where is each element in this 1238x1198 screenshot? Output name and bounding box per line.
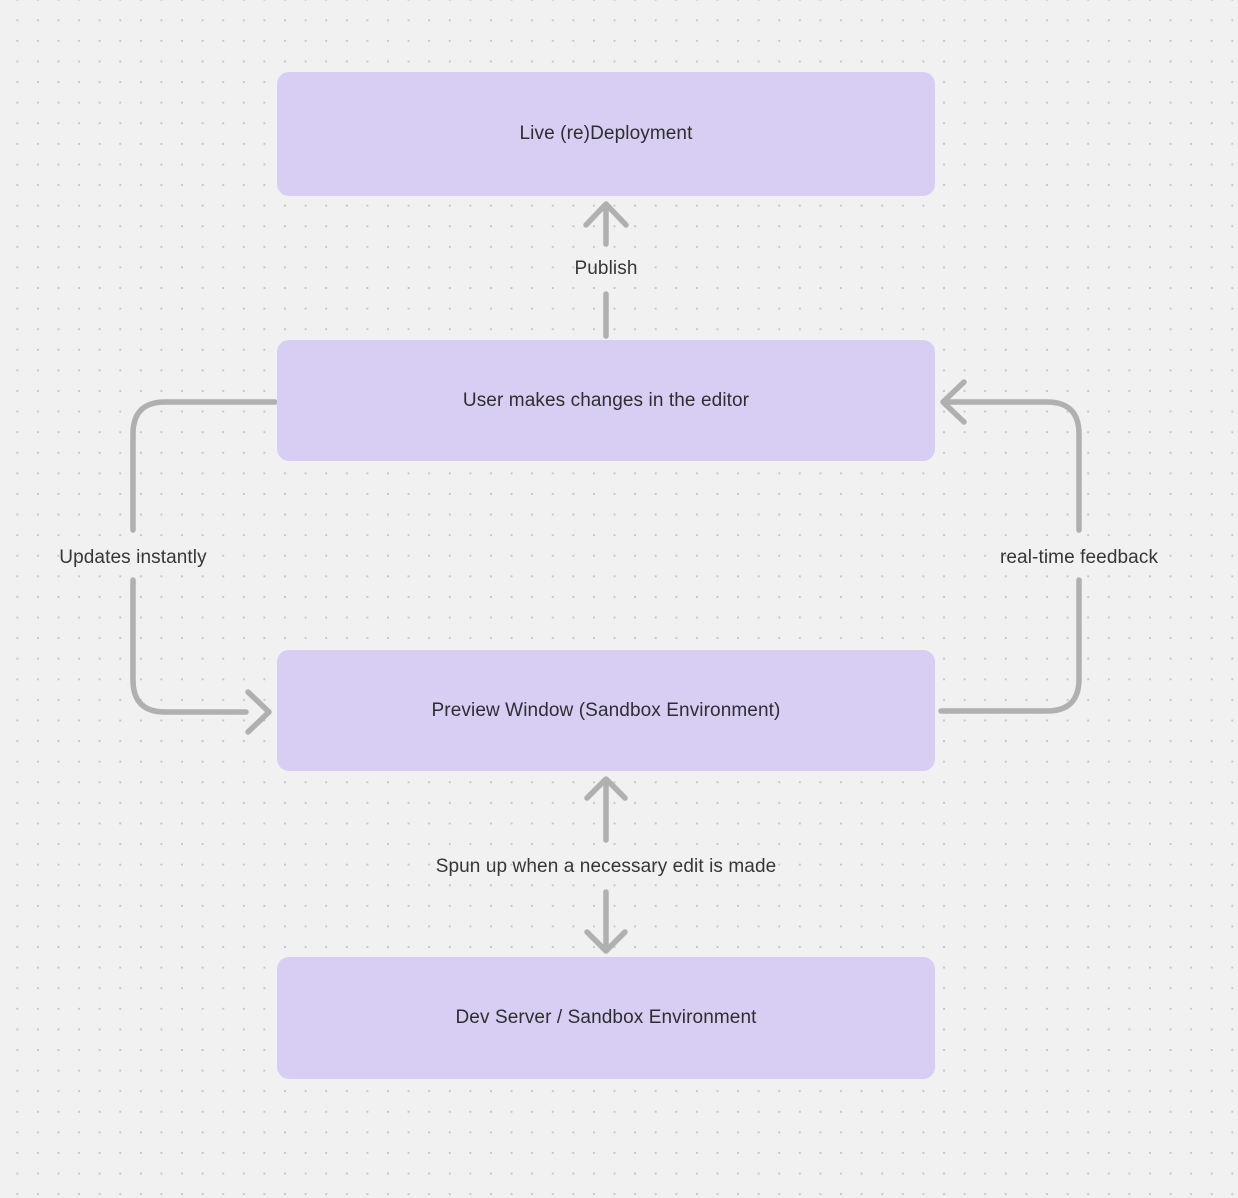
feedback-segment-lower bbox=[938, 577, 1082, 714]
node-label: Dev Server / Sandbox Environment bbox=[455, 1007, 757, 1028]
node-label: User makes changes in the editor bbox=[462, 389, 750, 411]
spun-up-arrowhead-down-icon bbox=[584, 929, 628, 954]
spun-up-arrowhead-up-icon bbox=[584, 776, 628, 801]
node-label: Live (re)Deployment bbox=[519, 123, 693, 144]
node-label: Preview Window (Sandbox Environment) bbox=[431, 699, 781, 721]
node-preview-window[interactable]: Preview Window (Sandbox Environment) bbox=[277, 650, 935, 771]
updates-segment-upper bbox=[130, 399, 278, 533]
node-live-redeployment[interactable]: Live (re)Deployment bbox=[277, 72, 935, 196]
updates-arrowhead-right-icon bbox=[245, 689, 272, 735]
edge-spun-up[interactable] bbox=[584, 776, 628, 954]
edge-label-publish[interactable]: Publish bbox=[574, 258, 638, 279]
edge-real-time-feedback[interactable] bbox=[938, 379, 1082, 714]
node-user-editor[interactable]: User makes changes in the editor bbox=[277, 340, 935, 461]
edge-label-real-time-feedback[interactable]: real-time feedback bbox=[999, 547, 1159, 568]
edge-label-spun-up[interactable]: Spun up when a necessary edit is made bbox=[435, 856, 777, 877]
node-dev-server[interactable]: Dev Server / Sandbox Environment bbox=[277, 957, 935, 1079]
feedback-arrowhead-left-icon bbox=[940, 379, 967, 425]
publish-arrowhead-up-icon bbox=[583, 201, 629, 228]
edge-updates-instantly[interactable] bbox=[130, 399, 278, 735]
edge-publish[interactable] bbox=[583, 201, 629, 339]
edge-label-updates-instantly[interactable]: Updates instantly bbox=[59, 547, 207, 568]
updates-segment-lower bbox=[130, 577, 249, 715]
feedback-segment-upper bbox=[947, 399, 1082, 533]
